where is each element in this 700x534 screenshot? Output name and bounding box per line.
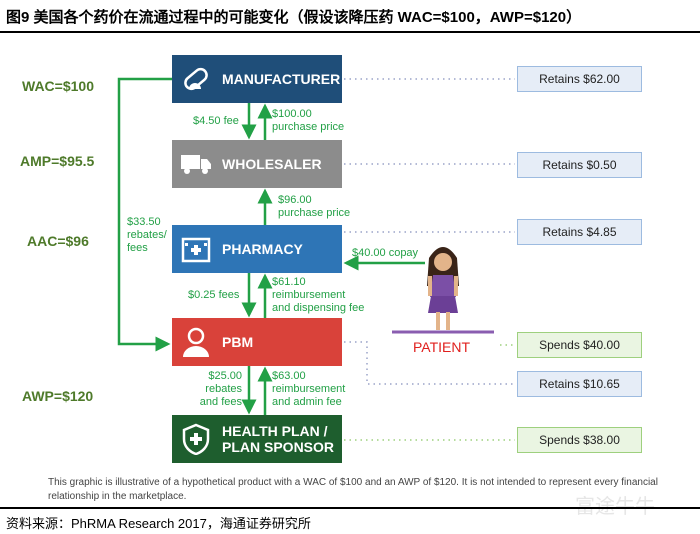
result-manufacturer: Retains $62.00 xyxy=(517,66,642,92)
pharmacy-node: PHARMACY xyxy=(172,225,342,273)
node-label: MANUFACTURER xyxy=(222,71,341,87)
truck-icon xyxy=(174,152,218,176)
watermark: 富途牛牛 xyxy=(575,496,655,518)
result-pharmacy: Retains $4.85 xyxy=(517,219,642,245)
flow-label: $0.25 fees xyxy=(188,289,240,301)
node-label: WHOLESALER xyxy=(222,156,322,172)
node-label: HEALTH PLAN /PLAN SPONSOR xyxy=(222,423,335,455)
copay-label: $40.00 copay xyxy=(352,247,419,259)
pharmacy-building-icon xyxy=(174,235,218,263)
pill-icon xyxy=(174,64,218,94)
node-label: PBM xyxy=(222,334,254,350)
result-patient: Spends $40.00 xyxy=(517,332,642,358)
wholesaler-node: WHOLESALER xyxy=(172,140,342,188)
amp-label: AMP=$95.5 xyxy=(20,153,95,169)
figure-title: 图9 美国各个药价在流通过程中的可能变化（假设该降压药 WAC=$100，AWP… xyxy=(6,9,582,26)
aac-label: AAC=$96 xyxy=(27,233,89,249)
doctor-icon xyxy=(174,326,218,358)
patient-label: PATIENT xyxy=(413,339,471,355)
result-wholesaler: Retains $0.50 xyxy=(517,152,642,178)
awp-label: AWP=$120 xyxy=(22,388,94,404)
footnote: This graphic is illustrative of a hypoth… xyxy=(48,477,658,502)
pbm-node: PBM xyxy=(172,318,342,366)
title-divider xyxy=(0,31,700,33)
health-plan-node: HEALTH PLAN /PLAN SPONSOR xyxy=(172,415,342,463)
flow-label: $4.50 fee xyxy=(193,115,239,127)
patient-woman-icon xyxy=(427,247,459,330)
source-divider xyxy=(0,507,700,509)
manufacturer-node: MANUFACTURER xyxy=(172,55,342,103)
source-note: 资料来源：PhRMA Research 2017，海通证券研究所 xyxy=(6,516,311,531)
shield-cross-icon xyxy=(174,423,218,455)
node-label: PHARMACY xyxy=(222,241,303,257)
result-pbm: Retains $10.65 xyxy=(517,371,642,397)
rebate-loop-arrow xyxy=(117,77,172,352)
dotted-leaders xyxy=(344,78,515,385)
result-health-plan: Spends $38.00 xyxy=(517,427,642,453)
wac-label: WAC=$100 xyxy=(22,78,94,94)
